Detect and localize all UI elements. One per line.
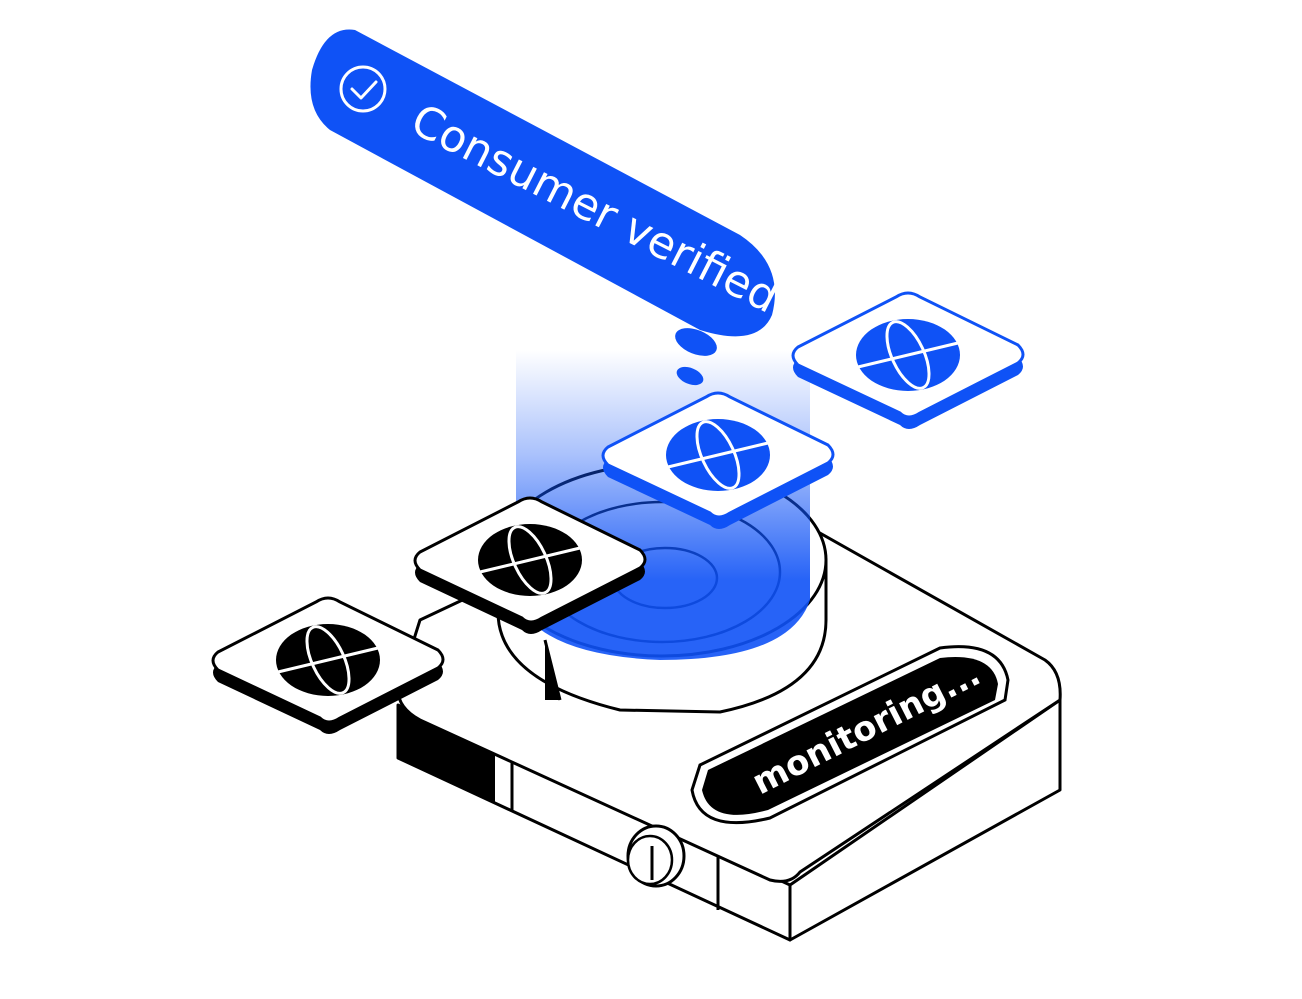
tiles-layer — [211, 291, 1025, 734]
globe-icon — [478, 524, 582, 596]
bubble-label: Consumer verified — [403, 94, 787, 323]
globe-icon — [856, 319, 960, 391]
globe-icon — [666, 419, 770, 491]
tile — [601, 391, 835, 529]
check-circle-icon — [339, 65, 387, 113]
globe-icon — [276, 624, 380, 696]
tile — [413, 496, 647, 634]
knob[interactable] — [626, 824, 686, 888]
tile — [211, 596, 445, 734]
verified-bubble: Consumer verified — [310, 29, 787, 386]
tile — [791, 291, 1025, 429]
